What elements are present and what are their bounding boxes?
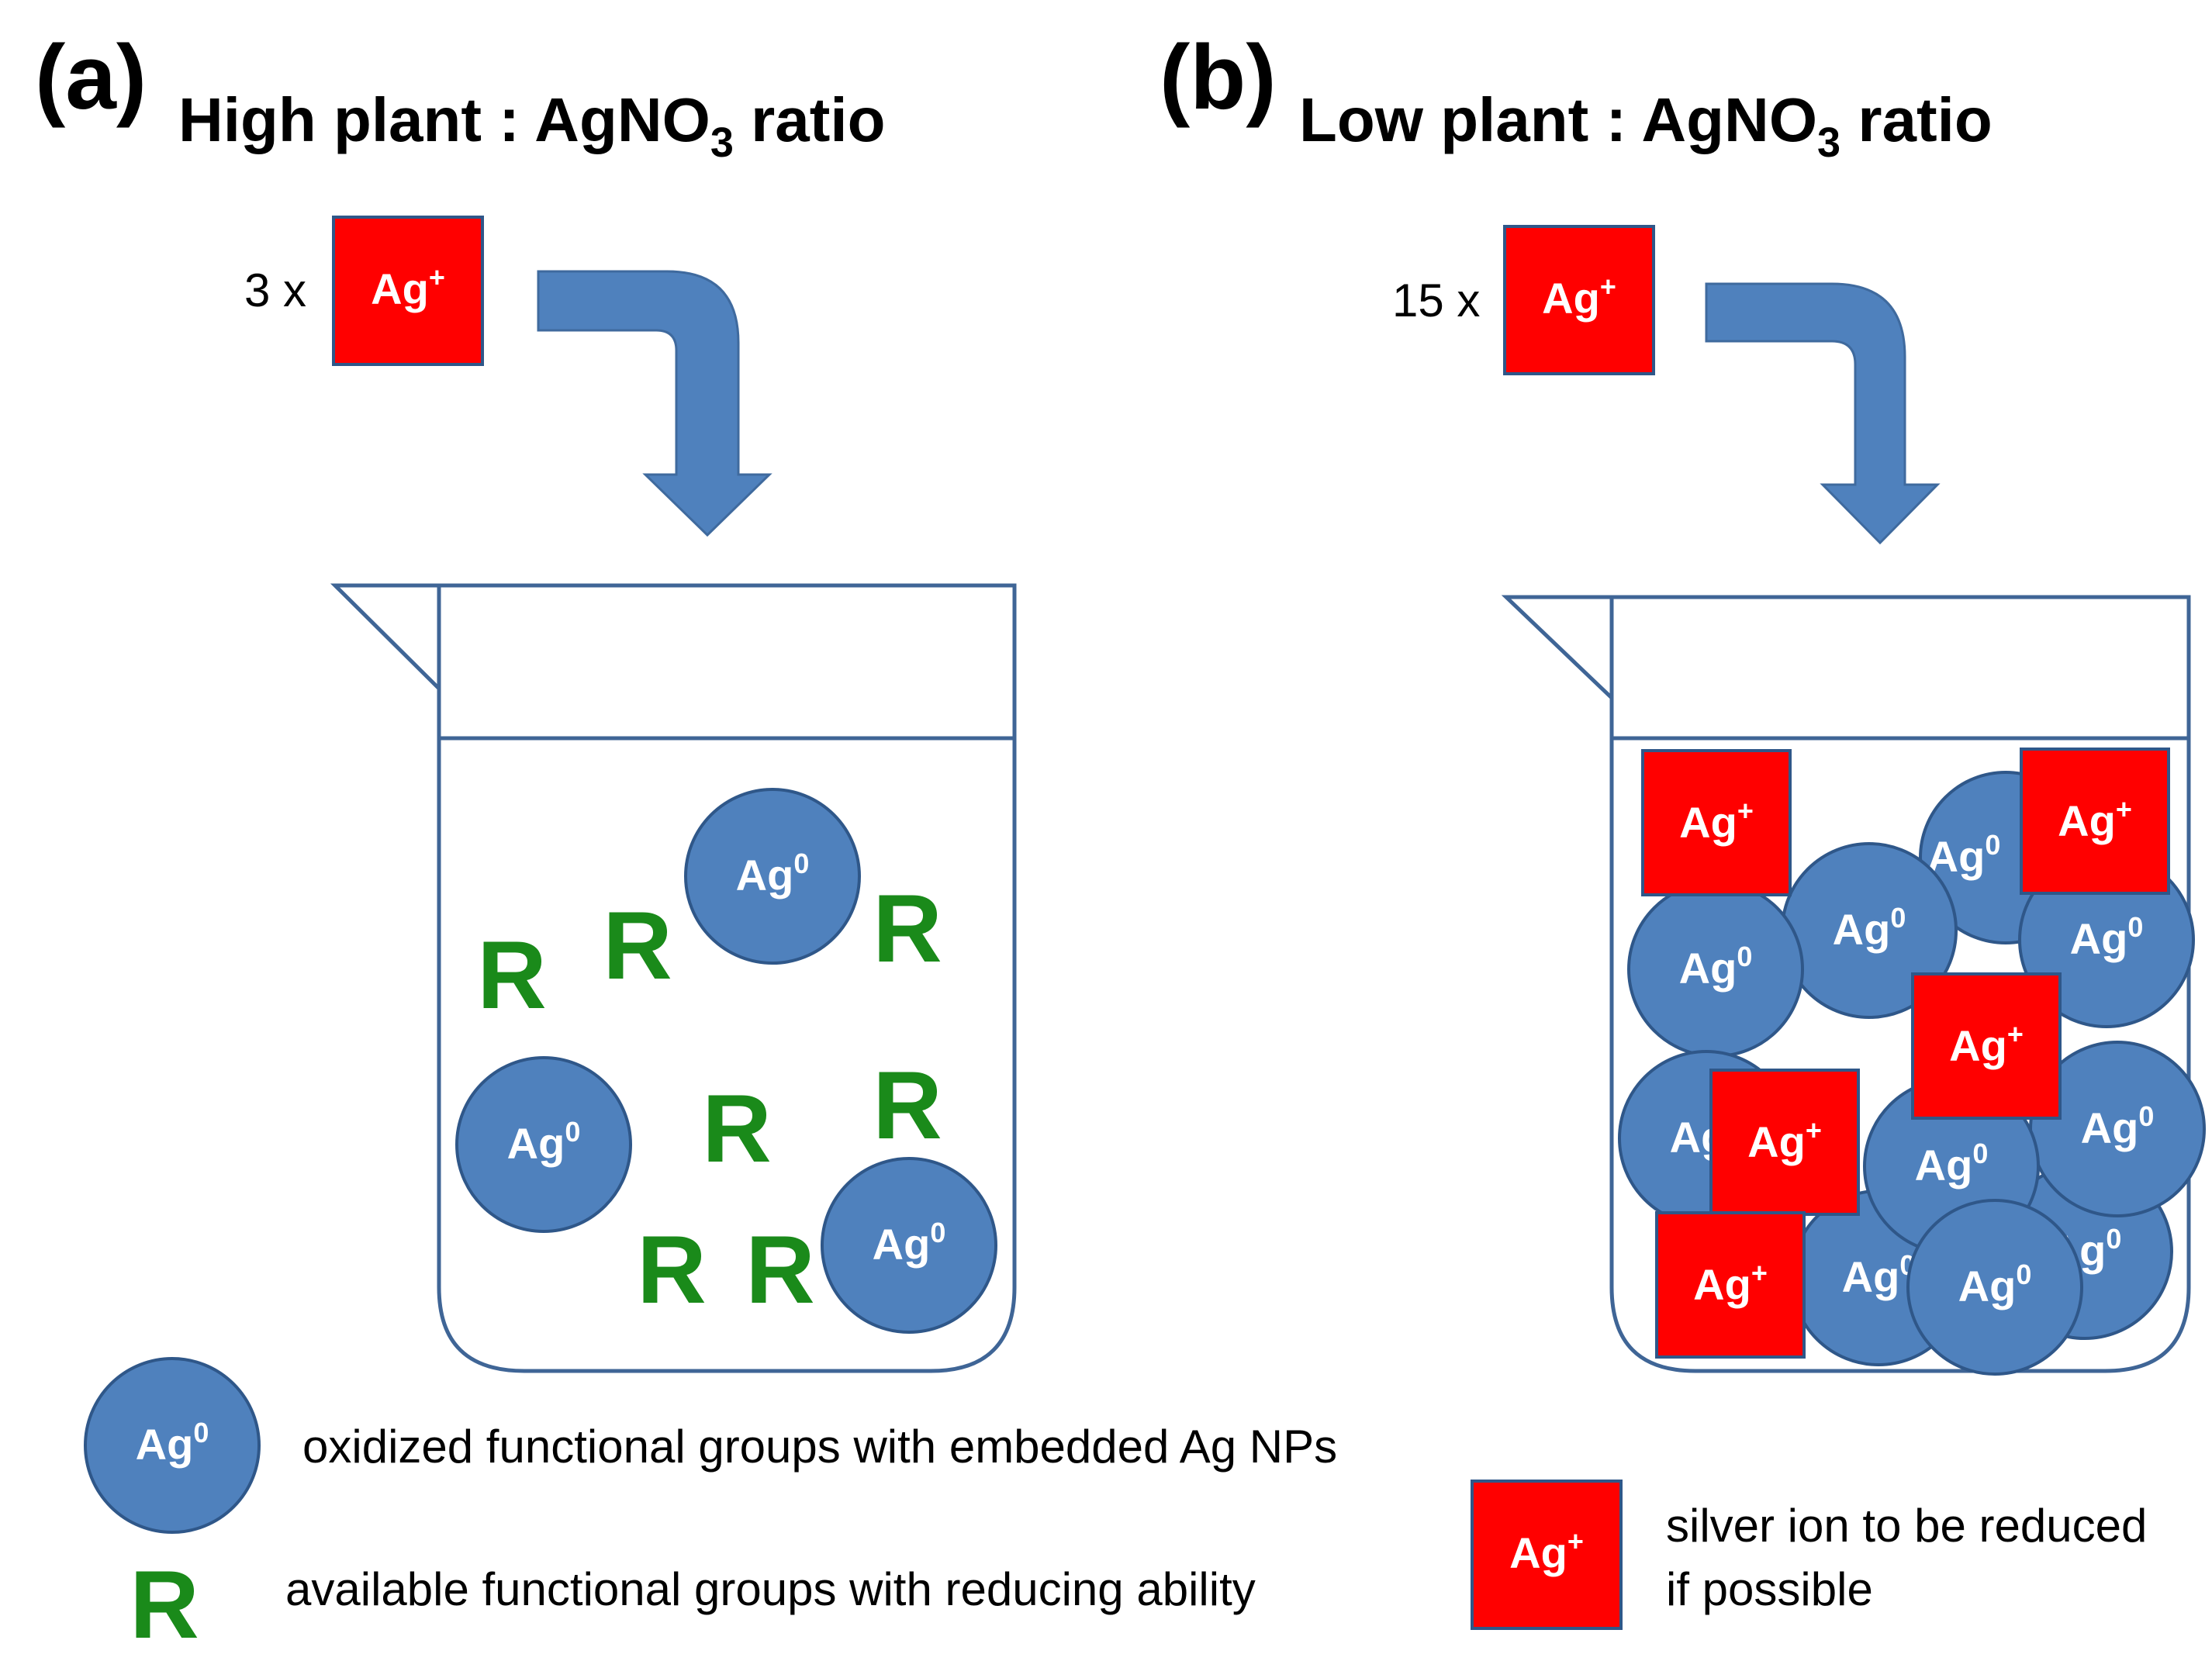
reducer-r: R [745,1217,815,1324]
panel-a-title-main: High plant : AgNO [178,85,710,154]
svg-text:Ag0: Ag0 [2070,911,2144,963]
svg-text:Ag0: Ag0 [1927,829,2001,881]
panel-a-letter: (a) [35,26,147,129]
legend-ion-description-line2: if possible [1666,1563,1873,1615]
silver-ion: Ag+ [1709,1069,1860,1216]
svg-text:Ag+: Ag+ [1679,795,1754,847]
reducer-r: R [702,1076,772,1183]
svg-text:Ag+: Ag+ [1747,1114,1822,1166]
panel-b-title: Low plant : AgNO3 ratio [1299,85,1993,166]
silver-ion: Ag+ [2020,748,2170,895]
reducer-r: R [603,893,672,1000]
svg-text:Ag0: Ag0 [1958,1259,2032,1310]
svg-text:Ag0: Ag0 [873,1217,946,1269]
panel-b-title-main: Low plant : AgNO [1299,85,1817,154]
silver-ion: Ag+ [1655,1211,1806,1359]
reducer-r: R [477,922,547,1029]
silver-nanoparticle: Ag0 [1906,1199,2083,1376]
svg-text:Ag0: Ag0 [2081,1100,2155,1152]
reducer-r: R [637,1217,707,1324]
silver-nanoparticle: Ag0 [821,1157,997,1334]
panel-a-input-ion: Ag+ [332,216,484,366]
silver-nanoparticle: Ag0 [2018,851,2195,1028]
silver-ion: Ag+ [1641,749,1792,896]
svg-text:Ag0: Ag0 [507,1116,581,1168]
svg-text:Ag+: Ag+ [371,261,445,313]
panel-b-title-end: ratio [1840,85,1993,154]
svg-text:Ag0: Ag0 [736,848,810,900]
legend-ion-description-line1: silver ion to be reduced [1666,1500,2147,1552]
svg-text:Ag0: Ag0 [136,1417,209,1469]
panel-a-curved-arrow [537,270,772,537]
legend-particle-description: oxidized functional groups with embedded… [302,1421,1337,1473]
silver-nanoparticle: Ag0 [1627,881,1804,1058]
panel-b-letter: (b) [1160,26,1277,129]
svg-text:Ag0: Ag0 [1679,941,1753,993]
panel-a-title-sub: 3 [710,119,734,166]
svg-text:Ag0: Ag0 [1833,902,1906,954]
legend-ion-symbol: Ag+ [1471,1480,1623,1630]
silver-ion: Ag+ [1911,972,2062,1120]
legend-reducer-description: available functional groups with reducin… [285,1563,1256,1615]
silver-nanoparticle: Ag0 [684,788,861,965]
panel-b-title-sub: 3 [1817,119,1840,166]
svg-text:Ag0: Ag0 [1915,1138,1989,1190]
panel-b-multiplier: 15 x [1392,275,1480,326]
panel-b-curved-arrow [1705,282,1941,545]
reducer-r: R [873,1052,942,1159]
reducer-r: R [873,875,942,982]
legend-particle-symbol: Ag0 [84,1357,261,1534]
panel-a-multiplier: 3 x [244,264,306,316]
silver-nanoparticle: Ag0 [455,1056,632,1233]
svg-text:Ag+: Ag+ [1542,271,1616,323]
legend-reducer-symbol: R [130,1552,199,1654]
panel-b-input-ion: Ag+ [1503,225,1655,375]
svg-text:Ag+: Ag+ [1693,1257,1768,1309]
panel-a-title-end: ratio [734,85,886,154]
svg-text:Ag+: Ag+ [1509,1525,1584,1577]
svg-text:Ag+: Ag+ [2058,793,2132,845]
panel-a-title: High plant : AgNO3 ratio [178,85,885,166]
svg-text:Ag+: Ag+ [1949,1018,2024,1070]
